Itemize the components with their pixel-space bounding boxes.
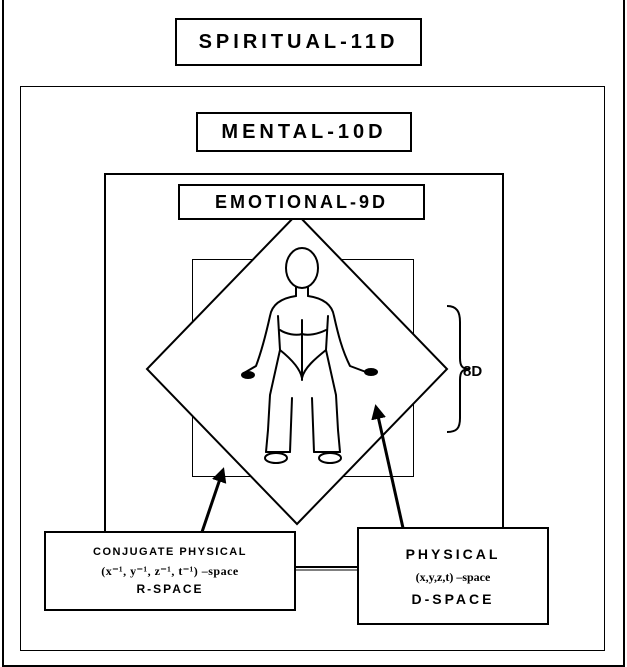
- dimension-label-8d: 8D: [463, 363, 482, 380]
- mental-label: MENTAL-10D: [196, 112, 412, 152]
- conjugate-physical-box: CONJUGATE PHYSICAL (x⁻¹, y⁻¹, z⁻¹, t⁻¹) …: [44, 531, 296, 611]
- physical-box: PHYSICAL (x,y,z,t) –space D-SPACE: [357, 527, 549, 625]
- arrow-icon: [202, 470, 223, 532]
- physical-title: PHYSICAL: [406, 546, 501, 562]
- diamond-shape: [147, 214, 447, 524]
- spiritual-label: SPIRITUAL-11D: [175, 18, 422, 66]
- physical-formula: (x,y,z,t) –space: [416, 570, 491, 585]
- right-hand-icon: [364, 368, 378, 376]
- conjugate-formula: (x⁻¹, y⁻¹, z⁻¹, t⁻¹) –space: [101, 564, 239, 579]
- conjugate-title: CONJUGATE PHYSICAL: [93, 546, 247, 558]
- physical-subtitle: D-SPACE: [412, 591, 495, 607]
- left-hand-icon: [241, 371, 255, 379]
- emotional-label: EMOTIONAL-9D: [178, 184, 425, 220]
- conjugate-subtitle: R-SPACE: [136, 582, 203, 596]
